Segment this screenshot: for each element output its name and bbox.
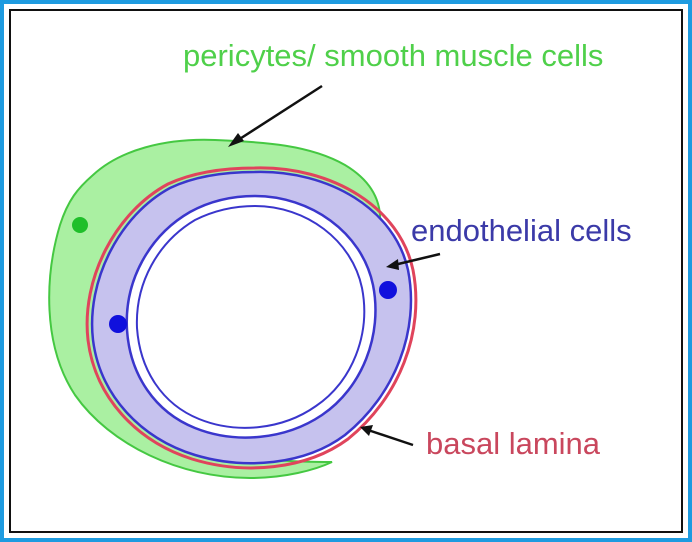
label-endothelial-cells: endothelial cells (411, 215, 632, 246)
label-basal-lamina: basal lamina (426, 428, 600, 459)
endothelial-nucleus-left (109, 315, 127, 333)
pericyte-nucleus (72, 217, 88, 233)
arrow-pericytes (228, 86, 322, 147)
lumen-outline (137, 206, 364, 428)
endothelial-nucleus-right (379, 281, 397, 299)
label-pericytes: pericytes/ smooth muscle cells (183, 40, 603, 71)
arrow-basal (360, 425, 413, 445)
